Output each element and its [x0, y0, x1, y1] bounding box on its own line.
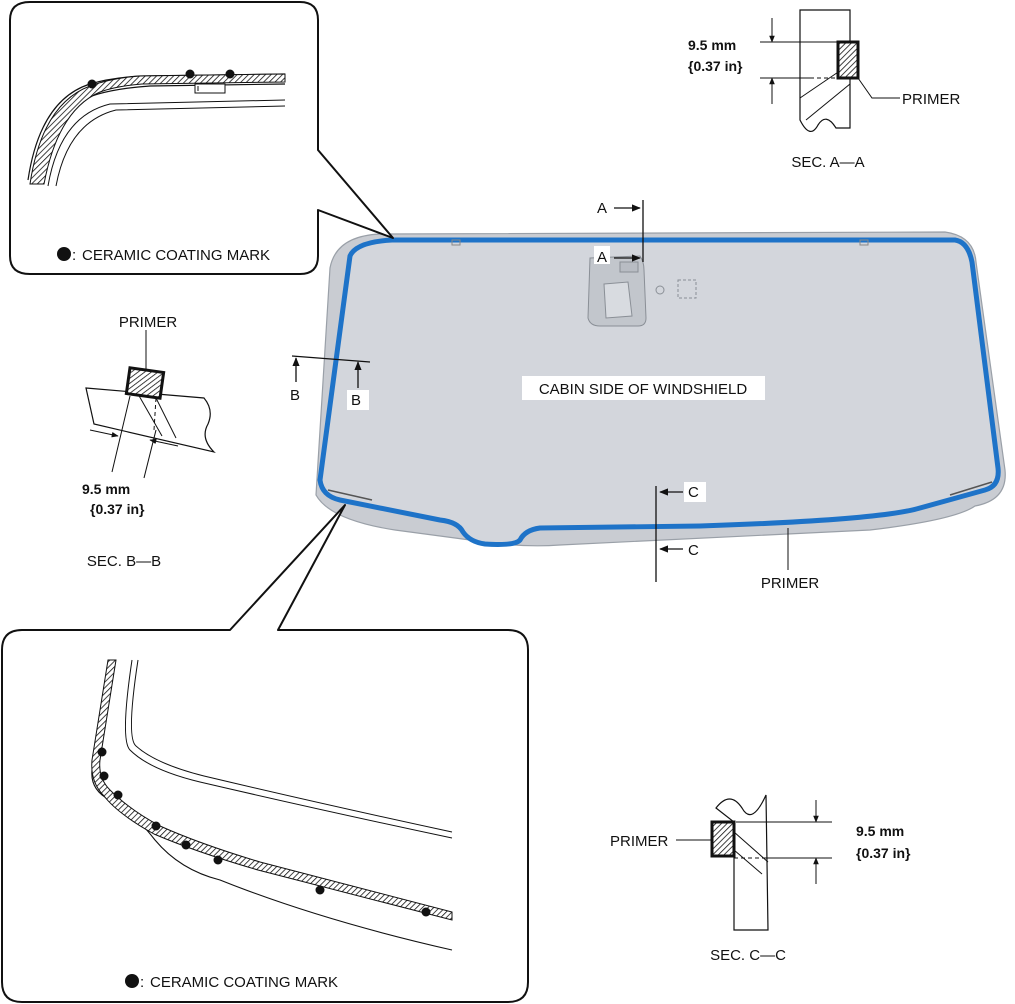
sec-c-primer: PRIMER	[610, 833, 669, 850]
legend-text-bottom: CERAMIC COATING MARK	[150, 974, 338, 991]
ceramic-mark	[315, 885, 325, 895]
sec-a-primer: PRIMER	[902, 91, 961, 108]
section-cut-b: B B	[290, 355, 371, 410]
section-b-b: PRIMER 9.5 mm {0.37 in} SEC. B—B	[82, 314, 216, 570]
section-cut-a: A A	[594, 200, 644, 266]
sec-a-dim-in: {0.37 in}	[688, 58, 743, 74]
primer-label-bottom: PRIMER	[761, 575, 820, 592]
ceramic-mark	[97, 747, 107, 757]
ceramic-mark	[87, 79, 97, 89]
detail-callout-bottom-left: : CERAMIC COATING MARK	[1, 504, 529, 1003]
ceramic-mark	[181, 840, 191, 850]
cabin-side-label: CABIN SIDE OF WINDSHIELD	[539, 381, 748, 398]
ceramic-mark	[213, 855, 223, 865]
sec-b-dim-in: {0.37 in}	[90, 501, 145, 517]
mirror-mount-bracket	[587, 255, 697, 327]
ceramic-mark	[421, 907, 431, 917]
primer-band	[317, 237, 1001, 547]
sec-c-title: SEC. C—C	[710, 947, 786, 964]
sec-c-dim-in: {0.37 in}	[856, 845, 911, 861]
section-c-c: PRIMER 9.5 mm {0.37 in} SEC. C—C	[610, 794, 911, 964]
detail-callout-top-left: : CERAMIC COATING MARK	[9, 1, 394, 275]
wiper-mark-right	[949, 481, 993, 496]
windshield: CABIN SIDE OF WINDSHIELD PRIMER	[315, 231, 1006, 592]
marker-c-top: C	[688, 484, 699, 501]
marker-b-left: B	[290, 387, 300, 404]
ceramic-mark	[151, 821, 161, 831]
section-cut-c: C C	[655, 482, 706, 582]
sec-b-dim-mm: 9.5 mm	[82, 481, 130, 497]
marker-a-top: A	[597, 200, 607, 217]
marker-c-bottom: C	[688, 542, 699, 559]
legend-prefix-bottom: :	[140, 974, 144, 991]
legend-prefix-top: :	[72, 247, 76, 264]
ceramic-mark	[185, 69, 195, 79]
marker-b-right: B	[351, 392, 361, 409]
sec-b-title: SEC. B—B	[87, 553, 161, 570]
sec-c-dim-mm: 9.5 mm	[856, 823, 904, 839]
cabin-label-bg	[522, 376, 765, 400]
sec-a-title: SEC. A—A	[791, 154, 864, 171]
clip-left	[451, 239, 461, 246]
marker-a-bottom: A	[597, 249, 607, 266]
ceramic-mark	[113, 790, 123, 800]
legend-dot	[125, 974, 139, 988]
legend-dot	[57, 247, 71, 261]
ceramic-mark	[225, 69, 235, 79]
section-a-a: 9.5 mm {0.37 in} PRIMER SEC. A—A	[688, 9, 961, 171]
sec-a-dim-mm: 9.5 mm	[688, 37, 736, 53]
wiper-mark-left	[327, 489, 373, 501]
clip-right	[859, 239, 869, 246]
sec-b-primer: PRIMER	[119, 314, 178, 331]
legend-text-top: CERAMIC COATING MARK	[82, 247, 270, 264]
ceramic-mark	[99, 771, 109, 781]
